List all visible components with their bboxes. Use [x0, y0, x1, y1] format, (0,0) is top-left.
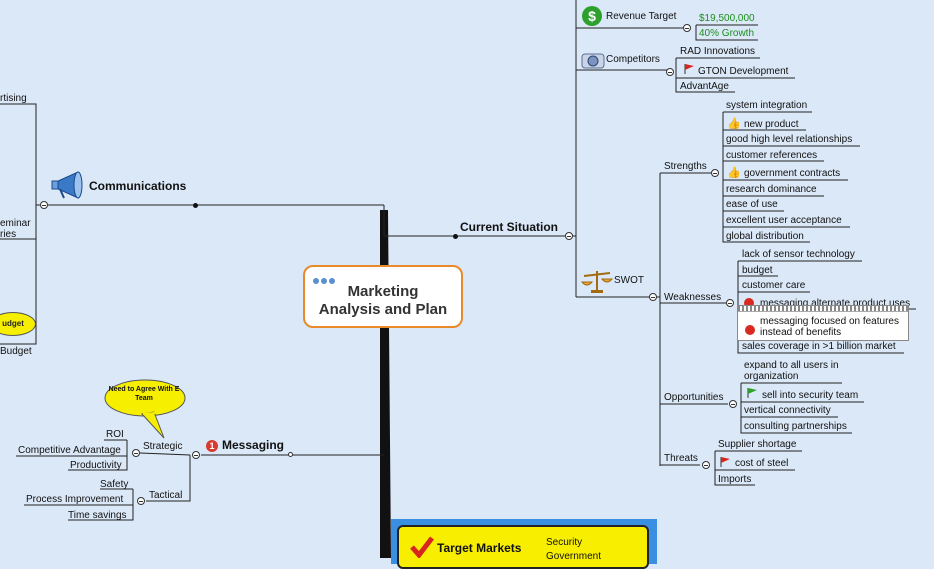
junction-dot [453, 234, 458, 239]
threat-item[interactable]: Supplier shortage [718, 439, 797, 450]
central-title-line2: Analysis and Plan [318, 301, 448, 318]
time-savings-label[interactable]: Time savings [68, 510, 127, 521]
green-flag-icon [747, 388, 757, 398]
callout-text[interactable]: Need to Agree With E Team [108, 386, 180, 402]
series-label[interactable]: ries [0, 229, 17, 240]
collapse-toggle[interactable] [702, 461, 710, 469]
collapse-toggle[interactable] [683, 24, 691, 32]
collapse-toggle[interactable] [565, 232, 573, 240]
process-improvement-label[interactable]: Process Improvement [26, 494, 124, 505]
strength-item[interactable]: government contracts [744, 168, 841, 179]
note-titlebar[interactable] [738, 306, 908, 312]
competitor-item[interactable]: AdvantAge [680, 81, 729, 92]
weakness-note-popup[interactable]: messaging focused on features instead of… [737, 305, 909, 341]
roi-label[interactable]: ROI [106, 429, 124, 440]
collapse-toggle[interactable] [729, 400, 737, 408]
topic-menu-icon[interactable] [313, 271, 337, 289]
central-title-line1: Marketing [347, 283, 419, 300]
competitor-item[interactable]: GTON Development [698, 66, 789, 77]
opportunity-item[interactable]: expand to all users in organization [744, 360, 839, 382]
strategic-label[interactable]: Strategic [143, 441, 183, 452]
weaknesses-label[interactable]: Weaknesses [664, 292, 722, 303]
collapse-toggle[interactable] [137, 497, 145, 505]
priority-1-icon: 1 [206, 440, 218, 452]
messaging-topic[interactable]: Messaging [222, 438, 285, 452]
strength-item[interactable]: new product [744, 119, 799, 130]
junction-dot [193, 203, 198, 208]
opportunity-item[interactable]: consulting partnerships [744, 421, 847, 432]
scales-icon [581, 271, 613, 293]
callout-bubble [104, 379, 186, 439]
thumbs-up-icon: 👍 [727, 118, 741, 130]
seminar-label[interactable]: eminar [0, 218, 31, 229]
opportunity-item[interactable]: vertical connectivity [744, 405, 831, 416]
revenue-value[interactable]: $19,500,000 [699, 13, 755, 24]
dollar-icon: $ [582, 6, 602, 26]
thumbs-up-icon: 👍 [727, 167, 741, 179]
weakness-item[interactable]: customer care [742, 280, 806, 291]
swot-label[interactable]: SWOT [614, 275, 644, 286]
productivity-label[interactable]: Productivity [70, 460, 122, 471]
communications-topic[interactable]: Communications [89, 179, 187, 193]
camera-icon [581, 53, 605, 69]
weakness-item[interactable]: lack of sensor technology [742, 249, 855, 260]
megaphone-icon [51, 171, 83, 199]
collapse-toggle[interactable] [40, 201, 48, 209]
opportunity-item[interactable]: sell into security team [762, 390, 859, 401]
strength-item[interactable]: customer references [726, 150, 818, 161]
revenue-target-label[interactable]: Revenue Target [606, 11, 677, 22]
strength-item[interactable]: research dominance [726, 184, 817, 195]
competitive-advantage-label[interactable]: Competitive Advantage [18, 445, 121, 456]
budget-label[interactable]: Budget [0, 346, 32, 357]
red-circle-icon [745, 325, 755, 335]
weakness-item[interactable]: budget [742, 265, 773, 276]
current-situation-topic[interactable]: Current Situation [460, 220, 558, 234]
central-topic[interactable]: Marketing Analysis and Plan [303, 265, 463, 328]
weakness-item[interactable]: messaging alternate product uses [760, 298, 911, 309]
red-flag-icon [684, 64, 694, 74]
strength-item[interactable]: good high level relationships [726, 134, 853, 145]
strength-item[interactable]: global distribution [726, 231, 804, 242]
threats-label[interactable]: Threats [664, 453, 698, 464]
junction-dot [288, 452, 293, 457]
competitors-label[interactable]: Competitors [606, 54, 660, 65]
target-markets-box[interactable] [397, 525, 649, 569]
collapse-toggle[interactable] [192, 451, 200, 459]
collapse-toggle[interactable] [132, 449, 140, 457]
target-item[interactable]: Security [546, 537, 583, 548]
collapse-toggle[interactable] [726, 299, 734, 307]
strength-item[interactable]: system integration [726, 100, 808, 111]
safety-label[interactable]: Safety [100, 479, 129, 490]
svg-text:$: $ [588, 8, 596, 24]
weakness-note-text: messaging focused on features instead of… [760, 316, 899, 338]
advertising-label[interactable]: rtising [0, 93, 27, 104]
red-circle-icon [744, 298, 754, 308]
threat-item[interactable]: Imports [718, 474, 752, 485]
red-flag-icon [720, 457, 730, 467]
collapse-toggle[interactable] [711, 169, 719, 177]
collapse-toggle[interactable] [666, 68, 674, 76]
opportunities-label[interactable]: Opportunities [664, 392, 724, 403]
collapse-toggle[interactable] [649, 293, 657, 301]
target-markets-topic[interactable]: Target Markets [437, 541, 522, 555]
target-item[interactable]: Government [546, 551, 602, 562]
strength-item[interactable]: excellent user acceptance [726, 215, 842, 226]
weakness-item[interactable]: sales coverage in >1 billion market [742, 341, 896, 352]
growth-value[interactable]: 40% Growth [699, 28, 755, 39]
tactical-label[interactable]: Tactical [149, 490, 183, 501]
budget-callout[interactable]: udget [0, 312, 36, 336]
threat-item[interactable]: cost of steel [735, 458, 789, 469]
checkmark-icon [410, 536, 434, 558]
strength-item[interactable]: ease of use [726, 199, 778, 210]
strengths-label[interactable]: Strengths [664, 161, 707, 172]
competitor-item[interactable]: RAD Innovations [680, 46, 756, 57]
